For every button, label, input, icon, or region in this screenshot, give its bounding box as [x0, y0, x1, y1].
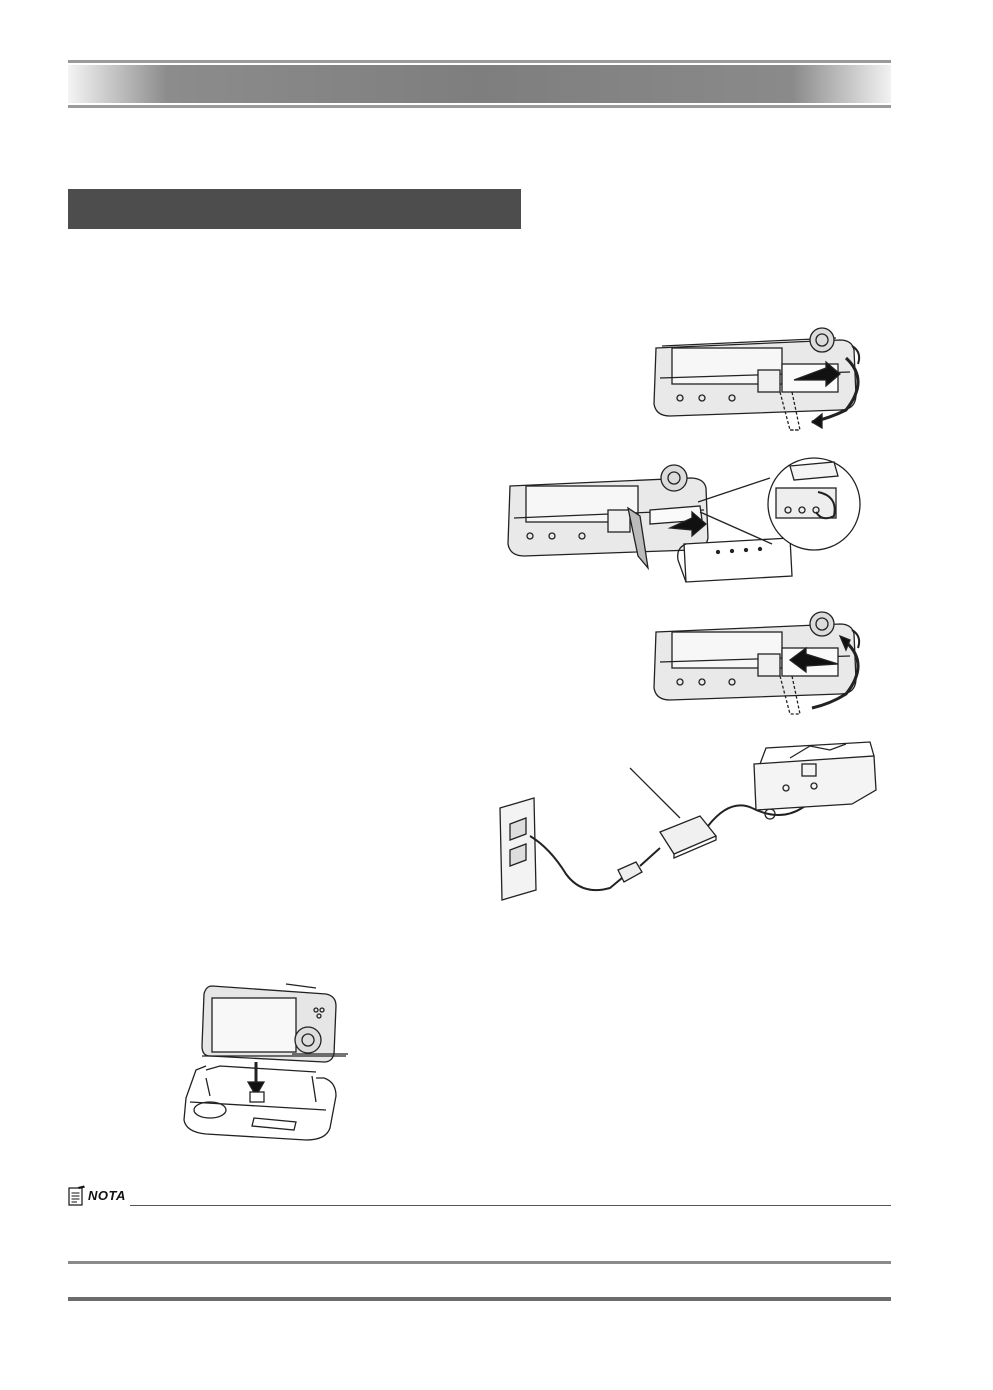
note-rule	[130, 1205, 891, 1206]
footer-rule-top	[68, 1261, 891, 1264]
illustration-insert-battery	[500, 452, 870, 592]
illustration-close-battery-cover	[640, 602, 870, 720]
note-icon	[68, 1185, 86, 1207]
footer-rule-bottom	[68, 1297, 891, 1301]
section-heading-bar	[68, 189, 521, 229]
header-gradient	[68, 65, 891, 103]
header-bottom-line	[68, 105, 891, 108]
illustration-open-battery-cover	[640, 318, 870, 438]
note-section: NOTA	[68, 1185, 891, 1211]
illustration-camera-on-cradle	[176, 970, 356, 1170]
note-label: NOTA	[88, 1188, 126, 1203]
page-header-band	[68, 60, 891, 108]
illustration-ac-adaptor-connection	[490, 738, 880, 908]
header-top-line	[68, 60, 891, 63]
